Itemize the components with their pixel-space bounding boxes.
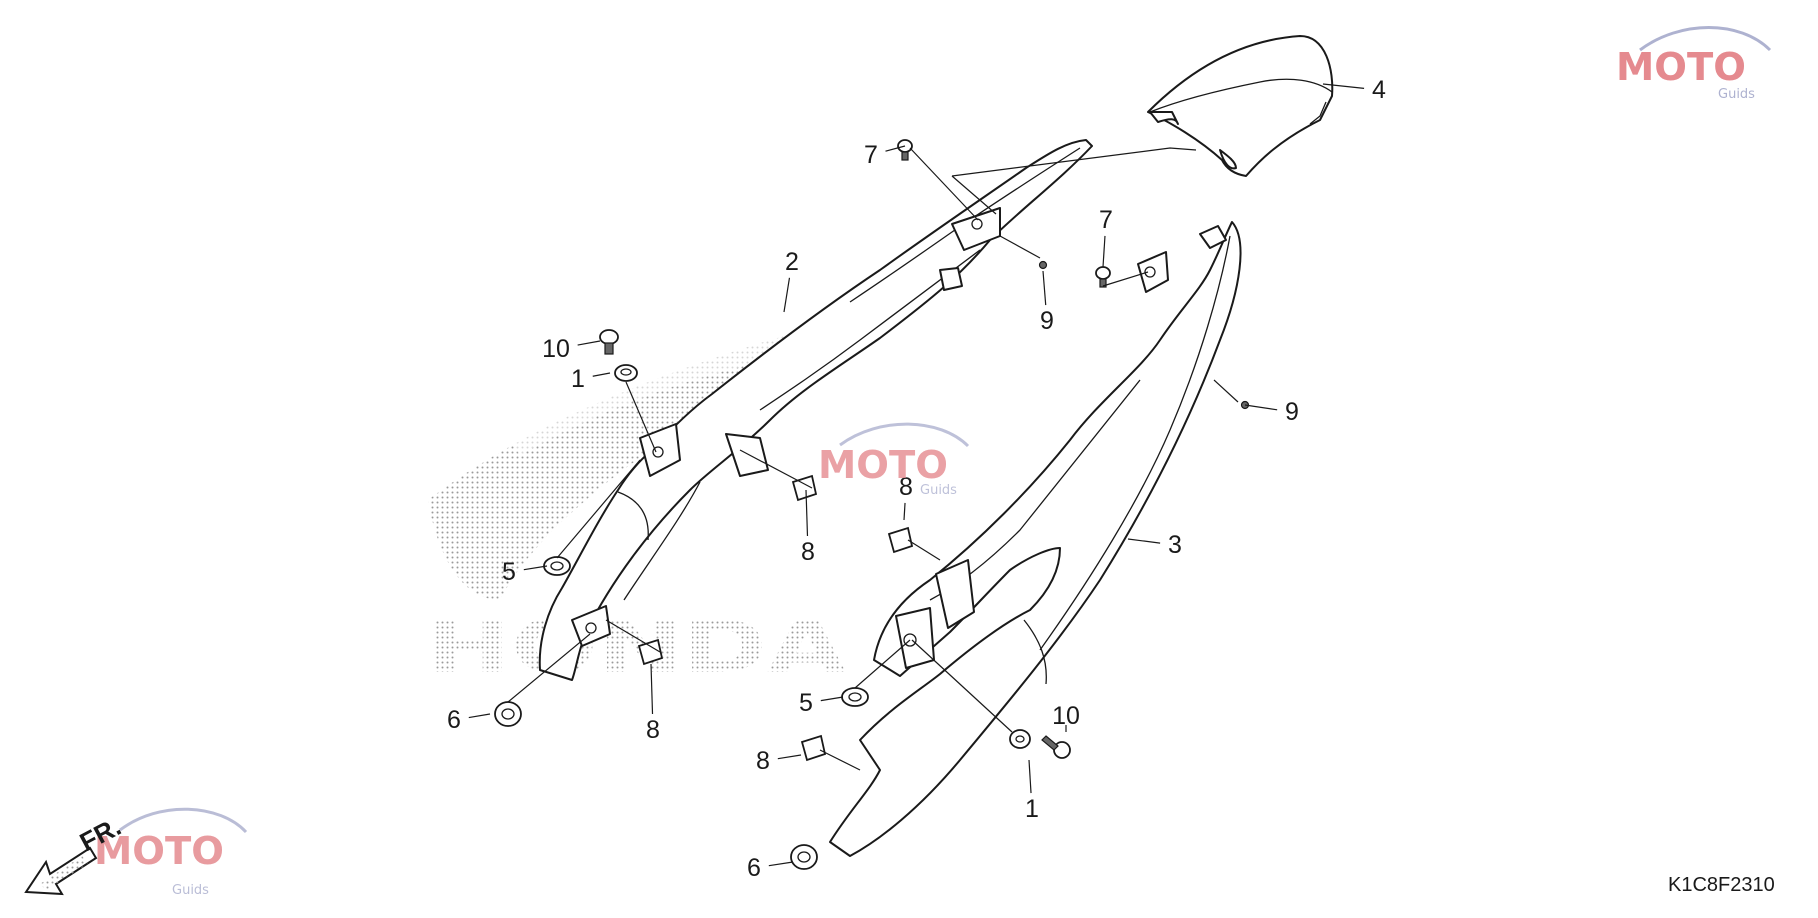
callout-leader-line [783, 277, 791, 313]
bolt-10-left-icon [599, 329, 619, 355]
callout-c-8-mid: 8 [899, 473, 913, 521]
callout-leader-line [1028, 759, 1032, 794]
callout-leader-line [1322, 83, 1365, 89]
callout-c-10-left: 10 [542, 335, 601, 363]
callout-c-1-left: 1 [571, 365, 611, 393]
brand-lettering: HONDA [426, 605, 846, 689]
callout-c-9-upper: 9 [1040, 270, 1054, 335]
screw-9-upper-icon [1038, 260, 1048, 270]
callout-number: 10 [1052, 702, 1080, 730]
callout-c-8-right: 8 [756, 747, 802, 775]
watermark-main-text: MOTO [818, 443, 948, 487]
callout-c-6-left: 6 [447, 706, 491, 734]
callout-number: 8 [646, 716, 660, 744]
callout-c-7-right: 7 [1099, 206, 1113, 268]
callout-number: 4 [1372, 76, 1386, 104]
callout-c-6-right: 6 [747, 854, 794, 882]
callout-leader-line [903, 502, 906, 521]
clip-nut-8-right-icon [800, 734, 827, 762]
callout-number: 8 [899, 473, 913, 501]
callout-leader-line [592, 372, 611, 377]
callout-c-8-upper: 8 [801, 489, 815, 566]
callout-leader-line [577, 340, 601, 346]
callout-c-9-right: 9 [1244, 398, 1299, 426]
callout-number: 1 [571, 365, 585, 393]
watermark-center: MOTO Guids [818, 422, 970, 498]
callout-number: 2 [785, 248, 799, 276]
grommet-5-right-icon [841, 687, 869, 707]
callout-number: 6 [447, 706, 461, 734]
callout-number: 1 [1025, 795, 1039, 823]
assembly-lines [507, 147, 1239, 771]
callout-leader-line [820, 696, 844, 702]
callout-c-4-top: 4 [1322, 76, 1386, 104]
watermark-sub-text: Guids [1718, 87, 1755, 102]
callout-number: 5 [799, 689, 813, 717]
watermark-main-text: MOTO [1616, 45, 1746, 89]
collar-1-left-icon [614, 364, 638, 382]
brand-wing-mark: HONDA [426, 312, 890, 689]
callout-c-5-left: 5 [502, 558, 548, 586]
callout-number: 8 [801, 538, 815, 566]
callout-leader-line [523, 565, 548, 571]
callout-number: 9 [1285, 398, 1299, 426]
part-4-rear-cap [1147, 35, 1334, 177]
clip-nut-8-upper-icon [887, 526, 914, 554]
callout-number: 5 [502, 558, 516, 586]
bolt-7-left-icon [897, 139, 913, 161]
callout-leader-line [650, 663, 654, 715]
callout-leader-line [777, 754, 802, 760]
grommet-6-right-icon [790, 844, 818, 870]
grommet-6-left-icon [494, 701, 522, 727]
grommet-5-left-icon [543, 556, 571, 576]
callout-c-10-right: 10 [1052, 702, 1080, 732]
callout-number: 7 [864, 141, 878, 169]
watermark-sub-text: Guids [920, 483, 957, 498]
callout-c-7-left: 7 [864, 141, 906, 169]
hardware-set [494, 139, 1250, 870]
callout-leader-line [885, 145, 906, 152]
part-2-left-side-cover [538, 139, 1093, 681]
bolt-10-right-icon [1041, 735, 1071, 759]
callout-c-2: 2 [783, 248, 799, 313]
callout-number: 10 [542, 335, 570, 363]
callout-leader-line [468, 713, 491, 719]
clip-nut-8-low-icon [637, 638, 664, 666]
callout-number: 3 [1168, 531, 1182, 559]
callout-number: 7 [1099, 206, 1113, 234]
callout-number: 9 [1040, 307, 1054, 335]
callout-c-1-right: 1 [1025, 759, 1039, 823]
callout-number: 6 [747, 854, 761, 882]
diagram-code: K1C8F2310 [1668, 874, 1775, 896]
watermark-main-text: MOTO [94, 829, 224, 873]
watermark-sub-text: Guids [172, 883, 209, 898]
callout-number: 8 [756, 747, 770, 775]
collar-1-right-icon [1009, 729, 1031, 749]
callout-leader-line [1244, 404, 1278, 411]
watermark-top-right: MOTO Guids [1616, 26, 1772, 102]
clip-nut-8-mid-icon [791, 474, 818, 502]
callout-leader-line [1102, 235, 1106, 268]
callout-leader-line [1042, 270, 1047, 306]
callout-leader-line [768, 861, 794, 867]
callout-leader-line [805, 489, 809, 537]
watermark-bottom-left: MOTO Guids [94, 807, 248, 898]
callout-c-3: 3 [1127, 531, 1182, 559]
callout-c-8-low: 8 [646, 663, 660, 744]
callout-c-5-right: 5 [799, 689, 844, 717]
callout-leader-line [1127, 538, 1161, 544]
